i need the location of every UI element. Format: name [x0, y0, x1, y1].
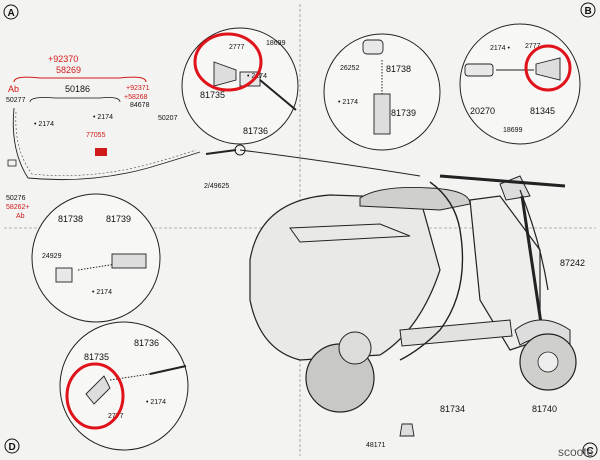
kit-cable-outer — [12, 107, 201, 181]
scooter-rack — [289, 223, 411, 243]
left-part-81739: 81739 — [106, 214, 131, 224]
kit-part-50277: 50277 — [6, 97, 26, 104]
corner-marker-b: B — [580, 2, 596, 18]
corner-marker-c: C — [582, 442, 598, 458]
cable-run-main — [399, 181, 464, 361]
detail-circle-bottom: 81735 81736 • 2174 2777 — [59, 321, 189, 451]
scooter-part-81740: 81740 — [532, 404, 557, 414]
corner-marker-d: D — [4, 438, 20, 454]
bottom-thread — [109, 373, 151, 381]
kit-cable-inner — [15, 111, 197, 176]
scooter-part-87242: 87242 — [560, 258, 585, 268]
highlight-ring-bottom — [65, 362, 125, 430]
bottom-part-81735: 81735 — [84, 352, 109, 362]
detail-circle-top-right: 2174 • 2777 20270 81345 18699 — [459, 23, 581, 145]
scooter-part-81734: 81734 — [440, 404, 465, 414]
svg-text:B: B — [585, 6, 592, 17]
scooter-rear-body — [249, 194, 441, 361]
kit-bolt-shaft — [205, 149, 237, 155]
top-center-part-81735: 81735 — [200, 90, 225, 100]
kit-part-50207: 50207 — [158, 115, 178, 122]
kit-star-2: • 2174 — [93, 114, 113, 121]
scooter-floorboard — [399, 319, 513, 347]
detail-circle-top-center: 2777 18699 81735 • 2174 81736 — [181, 27, 299, 145]
left-part-81738: 81738 — [58, 214, 83, 224]
kit-bolt-head — [234, 144, 246, 156]
top-right-part-81345: 81345 — [530, 106, 555, 116]
left-thread — [77, 263, 117, 271]
kit-number-plus-d: +58268 — [124, 94, 148, 101]
cable-housing-segment — [259, 79, 297, 111]
top-mid-part-26252: 26252 — [340, 65, 360, 72]
svg-text:D: D — [9, 442, 16, 453]
bottom-housing — [149, 365, 187, 375]
kit-ab-bottom: Ab — [16, 213, 25, 220]
scooter-part-48171: 48171 — [366, 442, 386, 449]
left-star: • 2174 — [92, 289, 112, 296]
kit-number-plus-a: +92370 — [48, 54, 78, 64]
kit-black-brace — [29, 97, 121, 103]
handlebar-adjuster — [464, 63, 494, 77]
adjuster-sleeve — [373, 93, 391, 135]
kit-ab-top: Ab — [8, 84, 19, 94]
watermark-text: scoote — [558, 445, 594, 459]
kit-red-brace — [13, 76, 147, 83]
left-barrel — [55, 267, 73, 283]
highlight-ring-top-center — [193, 32, 263, 92]
top-right-star: 2174 • — [490, 45, 511, 52]
kit-number-plus-c: +92371 — [126, 85, 150, 92]
scooter-illustration: 87242 81734 81740 48171 — [239, 149, 585, 449]
bottom-star: • 2174 — [146, 399, 166, 406]
cable-run-from-kit — [239, 149, 421, 177]
kit-number-b: 58269 — [56, 65, 81, 75]
kit-part-58262: 58262+ — [6, 204, 30, 211]
cable-kit-group: +92370 58269 50186 Ab 50277 • 2174 • 217… — [6, 54, 246, 220]
svg-text:A: A — [8, 8, 15, 19]
cable-nipple-fitting — [213, 61, 237, 87]
corner-marker-a: A — [3, 4, 19, 20]
scooter-handlebar — [439, 174, 566, 188]
top-center-part-81736: 81736 — [243, 126, 268, 136]
top-right-part-20270: 20270 — [470, 106, 495, 116]
kit-part-50276: 50276 — [6, 195, 26, 202]
detail-circle-top-mid: 81738 26252 • 2174 81739 — [323, 33, 441, 151]
kit-star-1: • 2174 — [34, 121, 54, 128]
scooter-engine-flywheel — [338, 331, 372, 365]
kit-part-77055: 77055 — [86, 132, 106, 139]
kit-part-84678: 84678 — [130, 102, 150, 109]
top-right-part-2777: 2777 — [525, 43, 541, 50]
kit-cable-end-fitting — [7, 159, 17, 167]
top-mid-part-81738: 81738 — [386, 64, 411, 74]
cable-nipple-right — [535, 57, 561, 81]
bottom-nipple — [85, 375, 111, 405]
part-48171-shape — [399, 423, 415, 437]
adjuster-barrel — [239, 71, 261, 87]
left-sleeve — [111, 253, 147, 269]
top-center-part-2777: 2777 — [229, 44, 245, 51]
left-part-24929: 24929 — [42, 253, 62, 260]
bottom-part-81736: 81736 — [134, 338, 159, 348]
scooter-seat — [359, 186, 471, 211]
kit-red-clip — [95, 148, 107, 156]
kit-part-50186: 50186 — [65, 84, 90, 94]
top-center-part-18699: 18699 — [266, 40, 286, 47]
cable-barrel-end — [362, 39, 384, 55]
cable-run-front — [519, 189, 549, 291]
detail-circle-left: 81738 81739 24929 • 2174 — [31, 193, 161, 323]
svg-text:C: C — [587, 446, 594, 457]
highlight-ring-top-right — [524, 44, 572, 92]
kit-part-2-49625: 2/49625 — [204, 183, 229, 190]
top-right-part-18699: 18699 — [503, 127, 523, 134]
scooter-headset — [499, 175, 531, 201]
top-mid-part-81739: 81739 — [391, 108, 416, 118]
top-mid-star: • 2174 — [338, 99, 358, 106]
scooter-front-hub — [537, 351, 559, 373]
